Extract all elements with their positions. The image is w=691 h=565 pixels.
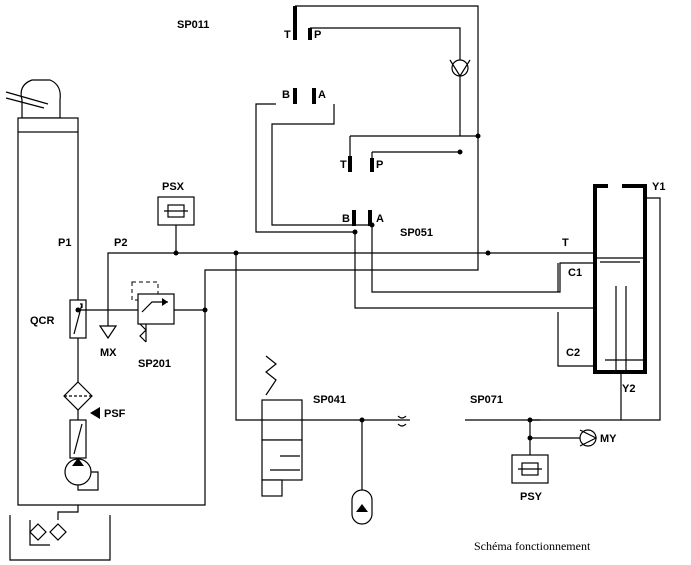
- psy-pressure-switch: [511, 454, 549, 484]
- p1-line-left: [17, 132, 206, 506]
- port-label-a-low: A: [376, 213, 384, 225]
- label-y2: Y2: [622, 383, 635, 395]
- port-label-p-top: P: [314, 29, 321, 41]
- return-line: [204, 253, 479, 310]
- label-sp071: SP071: [470, 394, 503, 406]
- port-label-t-top: T: [284, 29, 291, 41]
- qcr-valve: [69, 299, 87, 339]
- psx-pressure-switch: [157, 196, 195, 226]
- y1-line: [530, 197, 661, 421]
- c2-line: [557, 312, 595, 367]
- diagram-caption: Schéma fonctionnement: [474, 539, 591, 553]
- tank-symbol: [9, 505, 111, 561]
- filter-symbol: [63, 381, 93, 411]
- check-valve-top: [449, 59, 471, 136]
- break-symbol: [397, 415, 407, 427]
- label-p1: P1: [58, 237, 71, 249]
- label-sp201: SP201: [138, 358, 171, 370]
- label-t-main: T: [562, 237, 569, 249]
- sp201-valve: [131, 281, 175, 343]
- pump-symbol: [64, 458, 99, 491]
- p2-line: [107, 252, 262, 421]
- mx-check-valve: [98, 310, 118, 340]
- label-my: MY: [600, 433, 617, 445]
- label-qcr: QCR: [30, 315, 55, 327]
- upper-b-line: [255, 103, 355, 233]
- cylinder: [593, 180, 647, 374]
- psf-arrow-icon: [90, 407, 100, 419]
- accumulator-symbol: [351, 489, 373, 525]
- label-c2: C2: [566, 347, 580, 359]
- sp051-valve: [348, 156, 374, 226]
- label-psx: PSX: [162, 181, 185, 193]
- label-c1: C1: [568, 267, 582, 279]
- label-p2: P2: [114, 237, 127, 249]
- junction-dots: [75, 133, 533, 441]
- upper-a-line: [271, 104, 370, 226]
- motor-symbol: [5, 79, 79, 133]
- label-sp041: SP041: [313, 394, 346, 406]
- port-label-t-low: T: [340, 159, 347, 171]
- label-psy: PSY: [520, 491, 543, 503]
- port-label-a-top: A: [318, 89, 326, 101]
- port-label-p-low: P: [376, 159, 383, 171]
- flow-control-symbol: [69, 419, 87, 459]
- my-check-valve: [579, 429, 598, 447]
- label-sp011: SP011: [177, 19, 209, 31]
- label-sp051: SP051: [400, 227, 433, 239]
- sp041-valve: [261, 355, 303, 497]
- label-y1: Y1: [652, 181, 665, 193]
- port-label-b-low: B: [342, 213, 350, 225]
- label-mx: MX: [100, 347, 117, 359]
- port-label-b-top: B: [282, 89, 290, 101]
- label-psf: PSF: [104, 408, 126, 420]
- sp011-valve: [293, 5, 479, 253]
